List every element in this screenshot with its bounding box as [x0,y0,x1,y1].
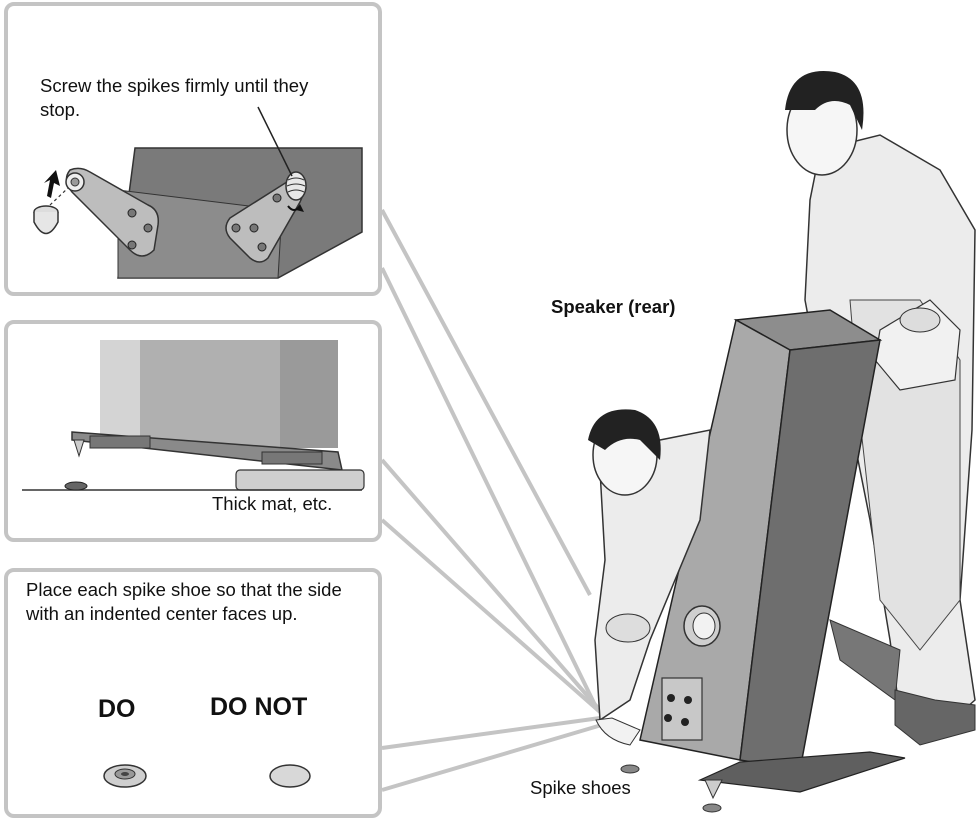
spike-instruction-text: Screw the spikes firmly until they stop. [40,75,309,120]
thick-mat-label: Thick mat, etc. [212,493,333,514]
speaker-rear-label: Speaker (rear) [551,296,676,317]
main-illustration [588,71,976,813]
spike-shoe-do [103,764,147,788]
thick-mat-illustration [22,340,365,491]
spike-bracket-illustration [33,106,363,279]
spike-shoe-instruction-text: Place each spike shoe so that the side w… [26,579,342,624]
spike-shoe-panel [4,568,382,818]
spike-shoe-do-not [269,764,311,788]
do-label: DO [98,695,136,723]
spike-shoes-label: Spike shoes [530,777,631,798]
callout-lines [380,209,606,792]
do-not-label: DO NOT [210,693,308,721]
